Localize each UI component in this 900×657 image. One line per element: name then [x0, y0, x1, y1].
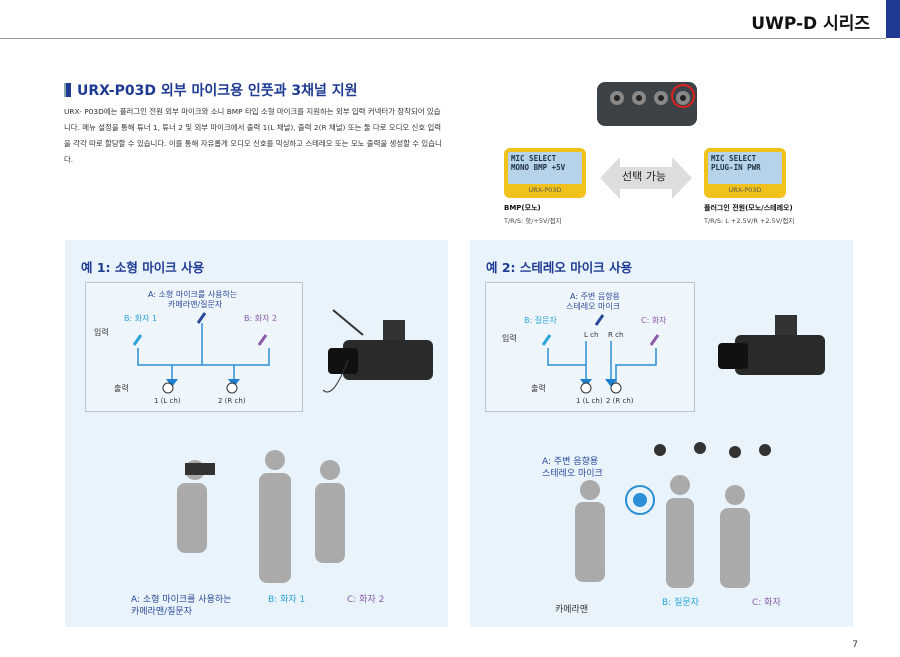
section-title-text: URX-P03D 외부 마이크용 인풋과 3채널 지원	[77, 83, 358, 99]
example-2-diagram: A: 주변 음향용 스테레오 마이크 B: 질문자 C: 화자 L ch R c…	[485, 282, 695, 412]
input-label: 입력	[94, 328, 109, 337]
lcd-spec: T/R/S: L +2.5V/R +2.5V/접지	[704, 217, 795, 225]
scene-b-label: B: 질문자	[662, 598, 699, 608]
page-number: 7	[852, 640, 858, 650]
double-arrow-icon	[600, 157, 692, 199]
camcorder-image	[323, 309, 433, 393]
scene-a-label-2: 스테레오 마이크	[542, 469, 603, 479]
section-title: URX-P03D 외부 마이크용 인풋과 3채널 지원	[64, 80, 358, 100]
mic-b2-label: B: 화자 2	[244, 314, 278, 323]
example-2-panel: 예 2: 스테레오 마이크 사용 A: 주변 음향용 스테레오 마이크 B: 질…	[470, 240, 853, 627]
output-1-label: 1 (L ch)	[576, 397, 603, 405]
lcd-line-1: MIC SELECT	[711, 154, 757, 163]
scene-c-label: C: 화자 2	[347, 595, 385, 605]
example-1-diagram: A: 소형 마이크를 사용하는 카메라맨/질문자 B: 화자 1 B: 화자 2…	[85, 282, 303, 412]
scene-c-label: C: 화자	[752, 598, 781, 608]
page-header-title: UWP-D 시리즈	[751, 14, 870, 34]
lcd-line-2: PLUG-IN PWR	[711, 163, 761, 172]
output-label: 출력	[114, 384, 129, 393]
lcd-line-1: MIC SELECT	[511, 154, 557, 163]
mic-a-label-2: 카메라맨/질문자	[168, 300, 223, 309]
example-2-scene-illustration	[575, 442, 771, 588]
input-label: 입력	[502, 334, 517, 343]
example-1-scene-illustration	[177, 450, 345, 583]
example-1-panel: 예 1: 소형 마이크 사용 A: 소형 마이크를 사용하는 카메라맨/질문자 …	[65, 240, 448, 627]
lcd-bmp-mono: MIC SELECT MONO BMP +5V URX-P03D	[504, 148, 586, 198]
section-body: URX- P03D에는 플러그인 전원 외부 마이크와 소니 BMP 타입 소형…	[64, 107, 442, 164]
lcd-line-2: MONO BMP +5V	[511, 163, 566, 172]
lcd-model: URX-P03D	[528, 186, 562, 194]
output-2-label: 2 (R ch)	[218, 397, 246, 405]
mic-c-label: C: 화자	[641, 316, 667, 325]
output-1-label: 1 (L ch)	[154, 397, 181, 405]
title-marker-icon	[64, 83, 71, 97]
select-label: 선택 가능	[622, 170, 666, 183]
l-ch-label: L ch	[584, 331, 599, 339]
scene-b-label: B: 화자 1	[268, 595, 306, 605]
mic-a-label: A: 주변 음향용	[570, 292, 620, 301]
header-accent-bar	[886, 0, 900, 38]
lcd-spec: T/R/S: 핫/+5V/접지	[504, 217, 562, 225]
mic-a-label: A: 소형 마이크를 사용하는	[148, 290, 238, 299]
header-divider	[0, 38, 886, 39]
lcd-model: URX-P03D	[728, 186, 762, 194]
output-2-label: 2 (R ch)	[606, 397, 634, 405]
mic-b-label: B: 질문자	[524, 316, 557, 325]
example-2-title: 예 2: 스테레오 마이크 사용	[486, 260, 633, 275]
example-1-title: 예 1: 소형 마이크 사용	[81, 260, 205, 275]
lcd-caption: 플러그인 전원(모노/스테레오)	[704, 204, 793, 212]
mic-b1-label: B: 화자 1	[124, 314, 158, 323]
scene-a-label: A: 주변 음향용	[542, 457, 599, 467]
r-ch-label: R ch	[608, 331, 624, 339]
scene-a-label-2: 카메라맨/질문자	[131, 607, 192, 617]
mic-a-label-2: 스테레오 마이크	[566, 302, 621, 311]
scene-a-label: A: 소형 마이크를 사용하는	[131, 595, 232, 605]
lcd-plugin-power: MIC SELECT PLUG-IN PWR URX-P03D	[704, 148, 786, 198]
scene-cameraman-label: 카메라맨	[555, 605, 589, 615]
lcd-caption: BMP(모노)	[504, 204, 541, 212]
output-label: 출력	[531, 384, 546, 393]
receiver-device-image	[597, 82, 697, 126]
camcorder-image	[718, 315, 825, 375]
